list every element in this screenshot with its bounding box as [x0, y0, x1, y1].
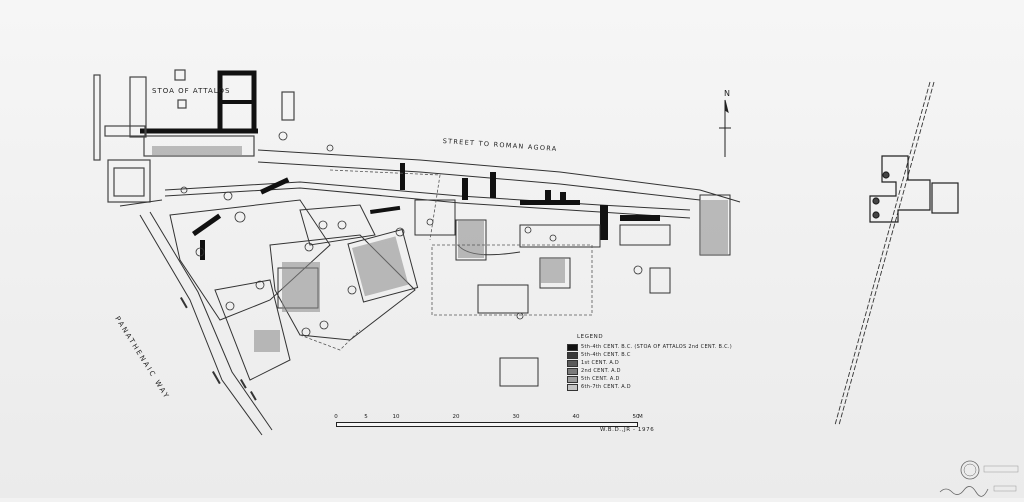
scale-tick-label: 10: [392, 414, 400, 420]
archive-stamp: [936, 458, 1024, 502]
dark-wall-segments: [192, 163, 660, 260]
legend-title: LEGEND: [577, 334, 604, 340]
legend-swatch: [567, 367, 578, 375]
legend-label: 6th-7th CENT. A.D: [581, 384, 631, 390]
legend-row: 5th-4th CENT. B.C. (STOA OF ATTALOS 2nd …: [567, 343, 732, 351]
legend-swatch: [567, 359, 578, 367]
legend-row: 6th-7th CENT. A.D: [567, 383, 732, 391]
legend: LEGEND 5th-4th CENT. B.C. (STOA OF ATTAL…: [567, 334, 732, 391]
legend-label: 2nd CENT. A.D: [581, 368, 621, 374]
legend-row: 2nd CENT. A.D: [567, 367, 732, 375]
draftsman-credit: W.B.D.,JR - 1976: [600, 427, 655, 433]
scale-unit: M: [638, 414, 643, 420]
scale-tick-label: 40: [572, 414, 580, 420]
circular-features: [180, 131, 643, 337]
legend-label: 5th CENT. A.D: [581, 376, 620, 382]
scale-bar-line: [336, 422, 638, 427]
legend-rows: 5th-4th CENT. B.C. (STOA OF ATTALOS 2nd …: [567, 343, 732, 391]
stoa-of-attalos-walls: [140, 70, 258, 134]
long-dashed-line: [834, 81, 935, 426]
legend-label: 1st CENT. A.D: [581, 360, 620, 366]
scale-tick-label: 0: [334, 414, 338, 420]
legend-swatch: [567, 383, 578, 391]
legend-label: 5th-4th CENT. B.C. (STOA OF ATTALOS 2nd …: [581, 344, 733, 350]
street-walls: [164, 149, 741, 219]
panathenaic-way-edge: [119, 199, 273, 436]
legend-row: 1st CENT. A.D: [567, 359, 732, 367]
excavated-rooms: [169, 194, 731, 387]
legend-swatch: [567, 343, 578, 351]
scale-tick-label: 20: [452, 414, 460, 420]
legend-row: 5th-4th CENT. B.C: [567, 351, 732, 359]
north-label: N: [724, 89, 731, 98]
stoa-of-attalos-label: STOA OF ATTALOS: [152, 87, 231, 95]
legend-swatch: [567, 375, 578, 383]
legend-label: 5th-4th CENT. B.C: [581, 352, 631, 358]
scale-tick-label: 5: [364, 414, 368, 420]
dashed-outlines: [299, 169, 593, 351]
north-arrow: [719, 99, 731, 157]
isolated-building: [869, 155, 959, 223]
scale-tick-label: 50: [632, 414, 640, 420]
hatched-areas: [152, 146, 728, 352]
archive-seal-icon: [939, 460, 1019, 497]
legend-swatch: [567, 351, 578, 359]
scale-bar: M 0 5 10 20 30 40 50: [334, 414, 646, 439]
panathenaic-way-blocks: [179, 297, 257, 401]
scale-tick-label: 30: [512, 414, 520, 420]
legend-row: 5th CENT. A.D: [567, 375, 732, 383]
